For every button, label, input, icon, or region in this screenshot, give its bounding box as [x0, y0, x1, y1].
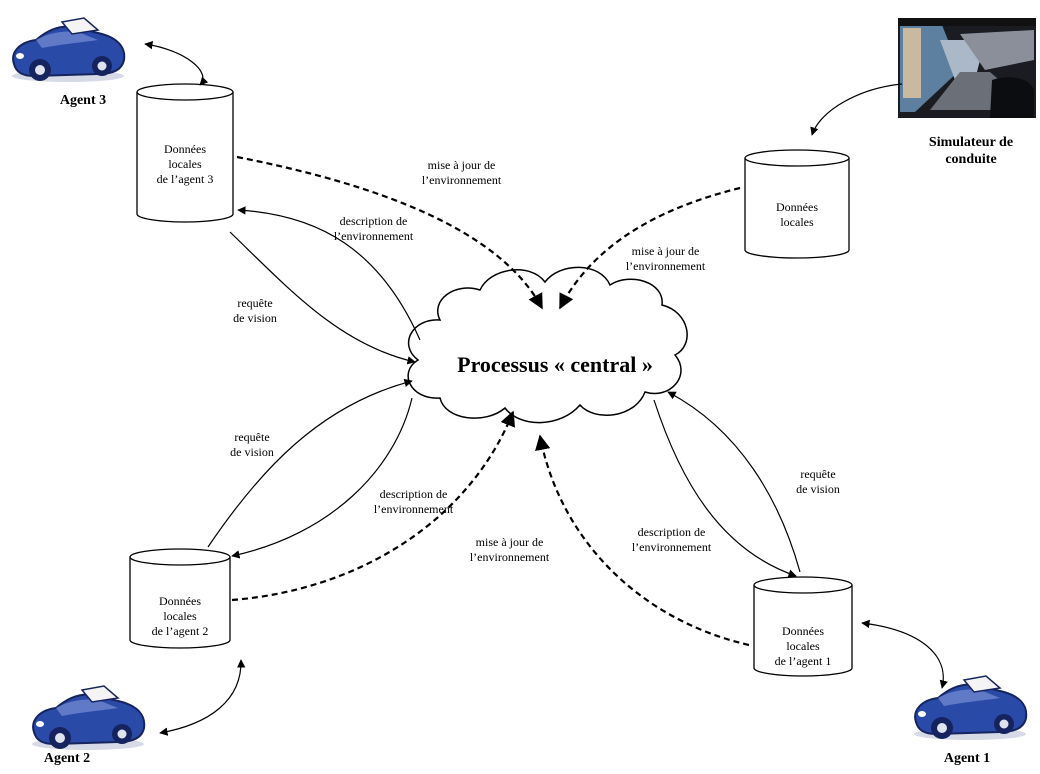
arrow-req-from-agent1 — [667, 391, 801, 573]
arrow-agent2-db-car — [159, 659, 246, 736]
driving-simulator-screen-icon — [898, 18, 1036, 118]
arrow-req-from-agent3 — [229, 231, 416, 365]
db-agent1-label: Données locales de l’agent 1 — [774, 624, 832, 668]
dashed-update-agent2 — [231, 410, 516, 602]
central-process-title: Processus « central » — [457, 352, 653, 377]
db-agent2-label: Données locales de l’agent 2 — [151, 594, 209, 638]
label-desc-agent2: description de l’environnement — [373, 487, 454, 516]
label-req-agent3: requête de vision — [233, 296, 277, 325]
agent1-label: Agent 1 — [943, 751, 991, 766]
database-simulator — [744, 149, 850, 259]
label-req-agent1: requête de vision — [796, 467, 840, 496]
arrow-desc-to-agent2 — [231, 397, 413, 559]
car-icon — [913, 675, 1028, 741]
dashed-update-agent3 — [236, 155, 543, 310]
db-sim-label: Données locales — [776, 200, 818, 229]
dashed-update-sim — [559, 186, 741, 310]
db-agent3-label: Données locales de l’agent 3 — [156, 142, 214, 186]
database-agent-1 — [753, 576, 853, 677]
label-update-sim: mise à jour de l’environnement — [625, 244, 706, 273]
arrow-desc-to-agent1 — [653, 399, 797, 578]
arrow-agent1-db-car — [861, 619, 948, 689]
database-agent-2 — [129, 548, 231, 649]
label-req-agent2: requête de vision — [230, 430, 274, 459]
arrow-sim-to-db — [810, 83, 903, 136]
car-icon — [31, 685, 146, 751]
car-icon — [11, 17, 126, 83]
label-desc-agent1: description de l’environnement — [631, 525, 712, 554]
label-update-agent3: mise à jour de l’environnement — [421, 158, 502, 187]
agent2-label: Agent 2 — [43, 751, 91, 766]
simulator-label: Simulateur de conduite — [928, 135, 1014, 167]
arrow-req-from-agent2 — [207, 378, 413, 548]
arrow-desc-to-agent3 — [237, 206, 421, 341]
arrow-agent3-car-db — [144, 40, 209, 86]
dashed-update-agent1 — [535, 434, 750, 647]
agent3-label: Agent 3 — [59, 93, 107, 108]
label-update-agent2: mise à jour de l’environnement — [469, 535, 550, 564]
label-desc-agent3: description de l’environnement — [333, 214, 414, 243]
central-process-cloud — [407, 266, 688, 424]
